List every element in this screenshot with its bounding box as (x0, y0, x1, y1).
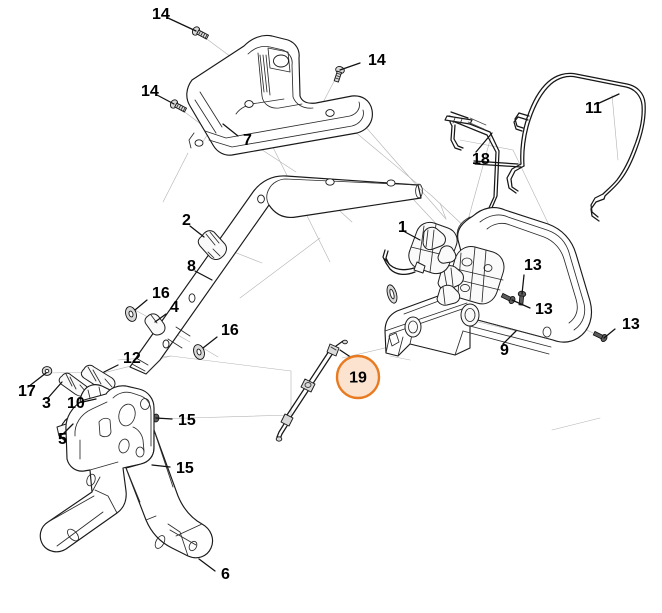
callout-13: 13 (603, 316, 640, 339)
callout-11: 11 (585, 93, 620, 117)
part-1-control-module (382, 221, 458, 276)
callout-number: 12 (123, 350, 141, 367)
callout-12: 12 (103, 350, 141, 373)
callout-number: 13 (524, 257, 542, 274)
leader-line (202, 336, 218, 349)
callout-number: 15 (176, 460, 194, 477)
callout-number: 14 (368, 52, 386, 69)
callout-4: 4 (154, 299, 179, 323)
callout-6: 6 (198, 558, 230, 583)
part-16-washers (125, 306, 205, 360)
leader-line (155, 417, 173, 420)
leader-line (27, 372, 47, 388)
callout-15: 15 (155, 412, 196, 429)
callout-number: 14 (141, 83, 159, 100)
leader-line (134, 299, 148, 311)
leader-line (62, 423, 74, 435)
callout-5: 5 (58, 423, 74, 448)
callout-number: 16 (221, 322, 239, 339)
leader-line (77, 398, 97, 404)
leader-line (511, 299, 531, 309)
callout-number: 13 (535, 301, 553, 318)
callout-number: 2 (182, 212, 191, 229)
housing-control-block (436, 246, 505, 306)
leader-line (475, 132, 493, 153)
highlight-number: 19 (349, 370, 367, 387)
leader-line (222, 123, 239, 137)
callout-17: 17 (18, 372, 47, 400)
callout-8: 8 (187, 258, 213, 281)
callout-14: 14 (339, 52, 386, 71)
callout-13: 13 (511, 299, 553, 318)
callout-number: 3 (42, 395, 51, 412)
leader-line (189, 225, 205, 238)
highlight-circle[interactable] (335, 354, 381, 400)
leader-line (151, 464, 171, 468)
leader-line (194, 270, 213, 281)
part-8-handle-tube (129, 175, 423, 375)
callout-number: 4 (170, 299, 179, 316)
callout-13: 13 (521, 257, 542, 295)
leader-line (47, 381, 63, 399)
callout-15: 15 (151, 460, 194, 477)
callout-14: 14 (152, 6, 197, 32)
callout-2: 2 (182, 212, 205, 238)
part-7-upper-handle-cover (186, 34, 373, 156)
callout-number: 14 (152, 6, 170, 23)
callout-number: 9 (500, 342, 509, 359)
callout-14: 14 (141, 83, 175, 105)
leader-line (603, 328, 616, 339)
part-2-handle-grip-plug (197, 230, 227, 260)
callout-number: 16 (152, 285, 170, 302)
callout-number: 6 (221, 566, 230, 583)
leader-line (167, 17, 197, 32)
callout-number: 18 (472, 151, 490, 168)
leader-line (103, 364, 119, 373)
part-12-pin-rod (80, 364, 116, 392)
callout-number: 8 (187, 258, 196, 275)
callout-1: 1 (398, 219, 421, 241)
callout-number: 7 (243, 132, 252, 149)
leader-line (156, 94, 175, 105)
leader-line (154, 313, 167, 323)
callout-9: 9 (500, 330, 517, 359)
callout-10: 10 (67, 395, 97, 412)
callout-number: 10 (67, 395, 85, 412)
callout-number: 15 (178, 412, 196, 429)
leader-line (198, 558, 216, 572)
callout-18: 18 (472, 132, 493, 168)
callout-number: 11 (585, 100, 602, 117)
part-17-washer (41, 366, 53, 376)
callout-number: 17 (18, 383, 36, 400)
callout-number: 13 (622, 316, 640, 333)
callout-number: 5 (58, 431, 67, 448)
part-19-control-cable (275, 339, 348, 442)
callout-16: 16 (134, 285, 170, 311)
highlight-badge-19[interactable]: 19 (335, 349, 381, 400)
part-9-handle-housing (384, 207, 593, 357)
callout-7: 7 (222, 123, 252, 149)
callout-16: 16 (202, 322, 239, 349)
leader-line (596, 93, 620, 105)
callout-number: 1 (398, 219, 407, 236)
leader-line (502, 330, 517, 345)
part-loose-ring (386, 284, 398, 304)
leader-line (339, 62, 361, 71)
callout-3: 3 (42, 381, 63, 412)
leader-line (521, 274, 525, 295)
part-6-lower-handle-frame (39, 385, 214, 559)
leader-line (404, 231, 421, 241)
